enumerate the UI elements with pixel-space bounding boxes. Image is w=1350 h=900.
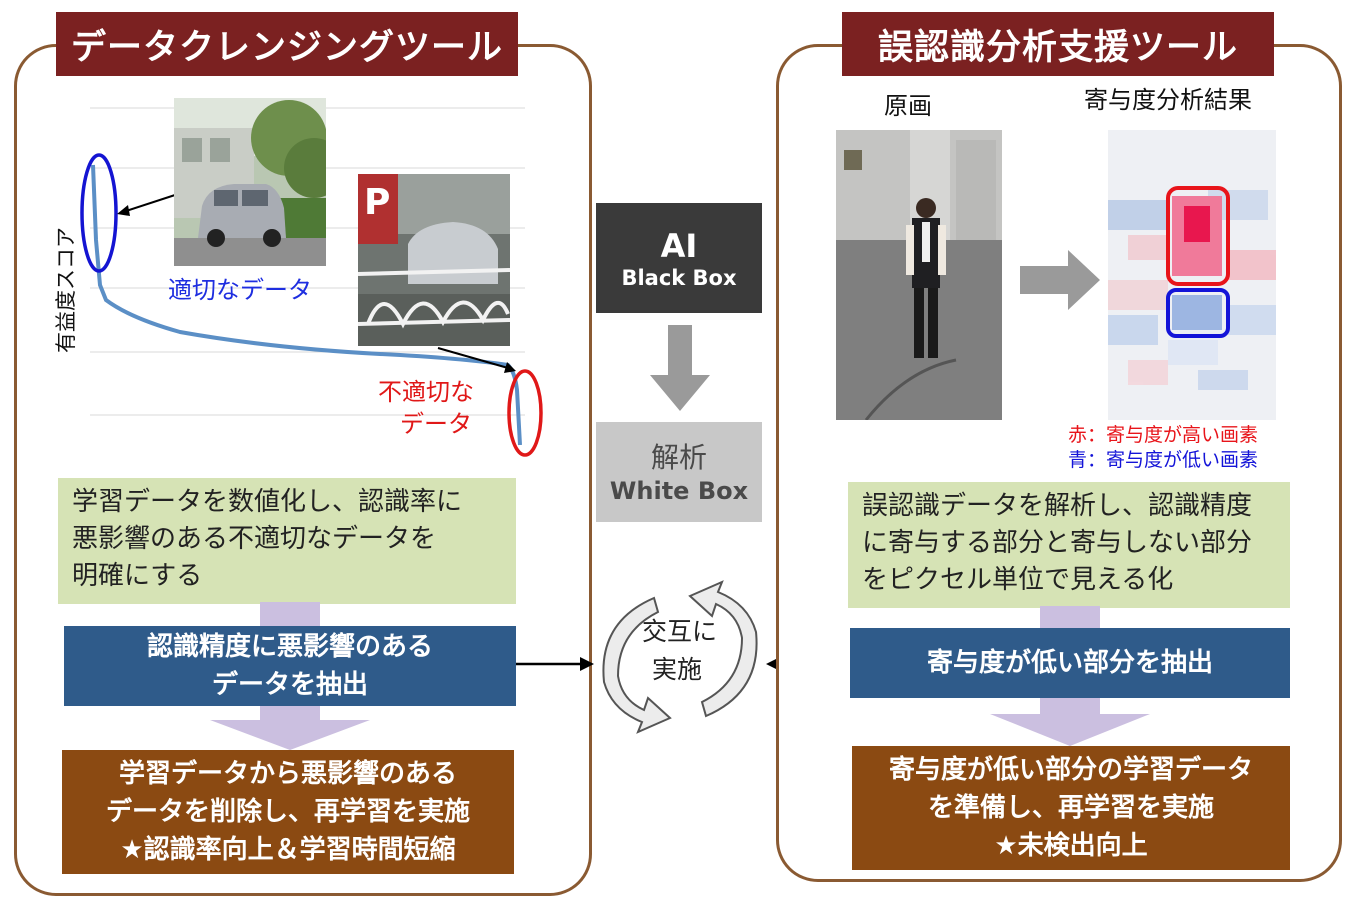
right-result-box: 寄与度が低い部分の学習データ を準備し、再学習を実施 ★未検出向上: [852, 746, 1290, 870]
left-extract-line: データを抽出: [211, 670, 368, 700]
legend-low: 青：寄与度が低い画素: [1068, 449, 1259, 471]
legend-high: 赤：寄与度が高い画素: [1068, 424, 1259, 446]
good-data-marker: [80, 153, 118, 273]
left-result-line: ★認識率向上＆学習時間短縮: [120, 835, 456, 865]
analysis-title: 解析: [650, 441, 707, 474]
right-down-arrow-2: [990, 698, 1150, 746]
right-down-arrow-1: [1040, 606, 1100, 630]
alternate-cycle-icon: [602, 580, 758, 734]
left-result-line: データを削除し、再学習を実施: [105, 797, 470, 827]
original-image-label: 原画: [884, 92, 932, 120]
ai-title: AI: [660, 227, 698, 265]
left-to-cycle-arrow: [516, 657, 594, 671]
usefulness-score-chart: [80, 107, 543, 457]
low-contribution-outline: [1166, 288, 1230, 338]
contribution-heatmap: [1108, 130, 1276, 420]
left-description-line: 学習データを数値化し、認識率に: [72, 487, 463, 517]
right-result-line: 寄与度が低い部分の学習データ: [888, 755, 1253, 785]
bad-data-label-line1: 不適切な: [378, 378, 474, 406]
left-result-line: 学習データから悪影響のある: [118, 759, 457, 789]
left-description-line: 明確にする: [72, 561, 203, 591]
chart-gridlines: [90, 107, 525, 416]
left-panel-title: データクレンジングツール: [56, 12, 518, 76]
left-down-arrow-1: [260, 602, 320, 628]
ai-subtitle: Black Box: [621, 266, 737, 290]
analysis-white-box: 解析 White Box: [596, 422, 762, 522]
original-photo: [836, 130, 1002, 420]
left-description-line: 悪影響のある不適切なデータを: [72, 524, 437, 554]
right-description-line: 誤認識データを解析し、認識精度: [862, 491, 1253, 521]
right-result-line: ★未検出向上: [994, 831, 1148, 861]
right-panel-title: 誤認識分析支援ツール: [842, 12, 1274, 76]
bad-data-marker: [507, 369, 543, 457]
cycle-label-line2: 実施: [652, 655, 703, 684]
contribution-result-label: 寄与度分析結果: [1084, 86, 1252, 114]
left-extract-box: 認識精度に悪影響のある データを抽出: [64, 626, 516, 706]
left-extract-line: 認識精度に悪影響のある: [146, 632, 433, 662]
chart-y-axis-label: 有益度スコア: [54, 227, 78, 353]
analysis-arrow: [1020, 250, 1100, 310]
left-description: 学習データを数値化し、認識率に 悪影響のある不適切なデータを 明確にする: [58, 478, 516, 604]
ai-black-box: AI Black Box: [596, 203, 762, 313]
right-description-line: に寄与する部分と寄与しない部分: [862, 528, 1253, 558]
right-extract-box: 寄与度が低い部分を抽出: [850, 628, 1290, 698]
right-result-line: を準備し、再学習を実施: [927, 793, 1214, 823]
left-result-box: 学習データから悪影響のある データを削除し、再学習を実施 ★認識率向上＆学習時間…: [62, 750, 514, 874]
cycle-label-line1: 交互に: [642, 617, 718, 646]
analysis-subtitle: White Box: [609, 477, 749, 505]
good-data-photo: [174, 98, 326, 266]
bad-data-photo: P: [358, 174, 510, 346]
bad-data-label-line2: データ: [400, 410, 472, 438]
left-down-arrow-2: [210, 706, 370, 750]
high-contribution-outline: [1166, 186, 1230, 286]
center-down-arrow: [650, 325, 710, 411]
svg-text:P: P: [364, 182, 390, 223]
right-description: 誤認識データを解析し、認識精度 に寄与する部分と寄与しない部分 をピクセル単位で…: [848, 482, 1290, 608]
good-data-label: 適切なデータ: [168, 276, 312, 304]
right-description-line: をピクセル単位で見える化: [862, 565, 1174, 595]
